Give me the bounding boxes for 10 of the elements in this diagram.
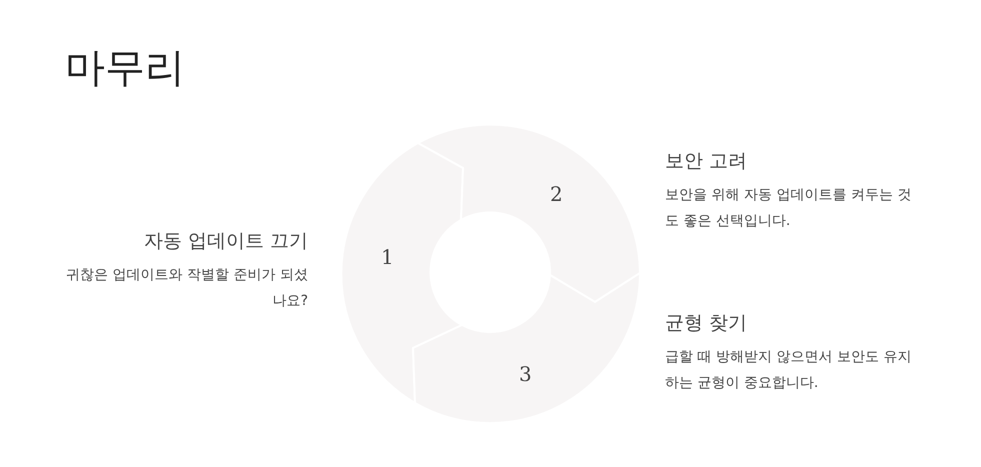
step-heading: 자동 업데이트 끄기 [142,229,308,254]
step-number: 3 [519,362,532,386]
page-title: 마무리 [65,44,185,93]
step-description: 귀찮은 업데이트와 작별할 준비가 되셨나요? [65,266,308,311]
step-description: 급할 때 방해받지 않으면서 보안도 유지하는 균형이 중요합니다. [665,348,912,393]
step-heading: 보안 고려 [665,149,748,174]
step-number: 2 [550,182,563,206]
step-description: 보안을 위해 자동 업데이트를 켜두는 것도 좋은 선택입니다. [665,186,912,231]
step-number: 1 [381,245,394,269]
step-heading: 균형 찾기 [665,311,748,336]
